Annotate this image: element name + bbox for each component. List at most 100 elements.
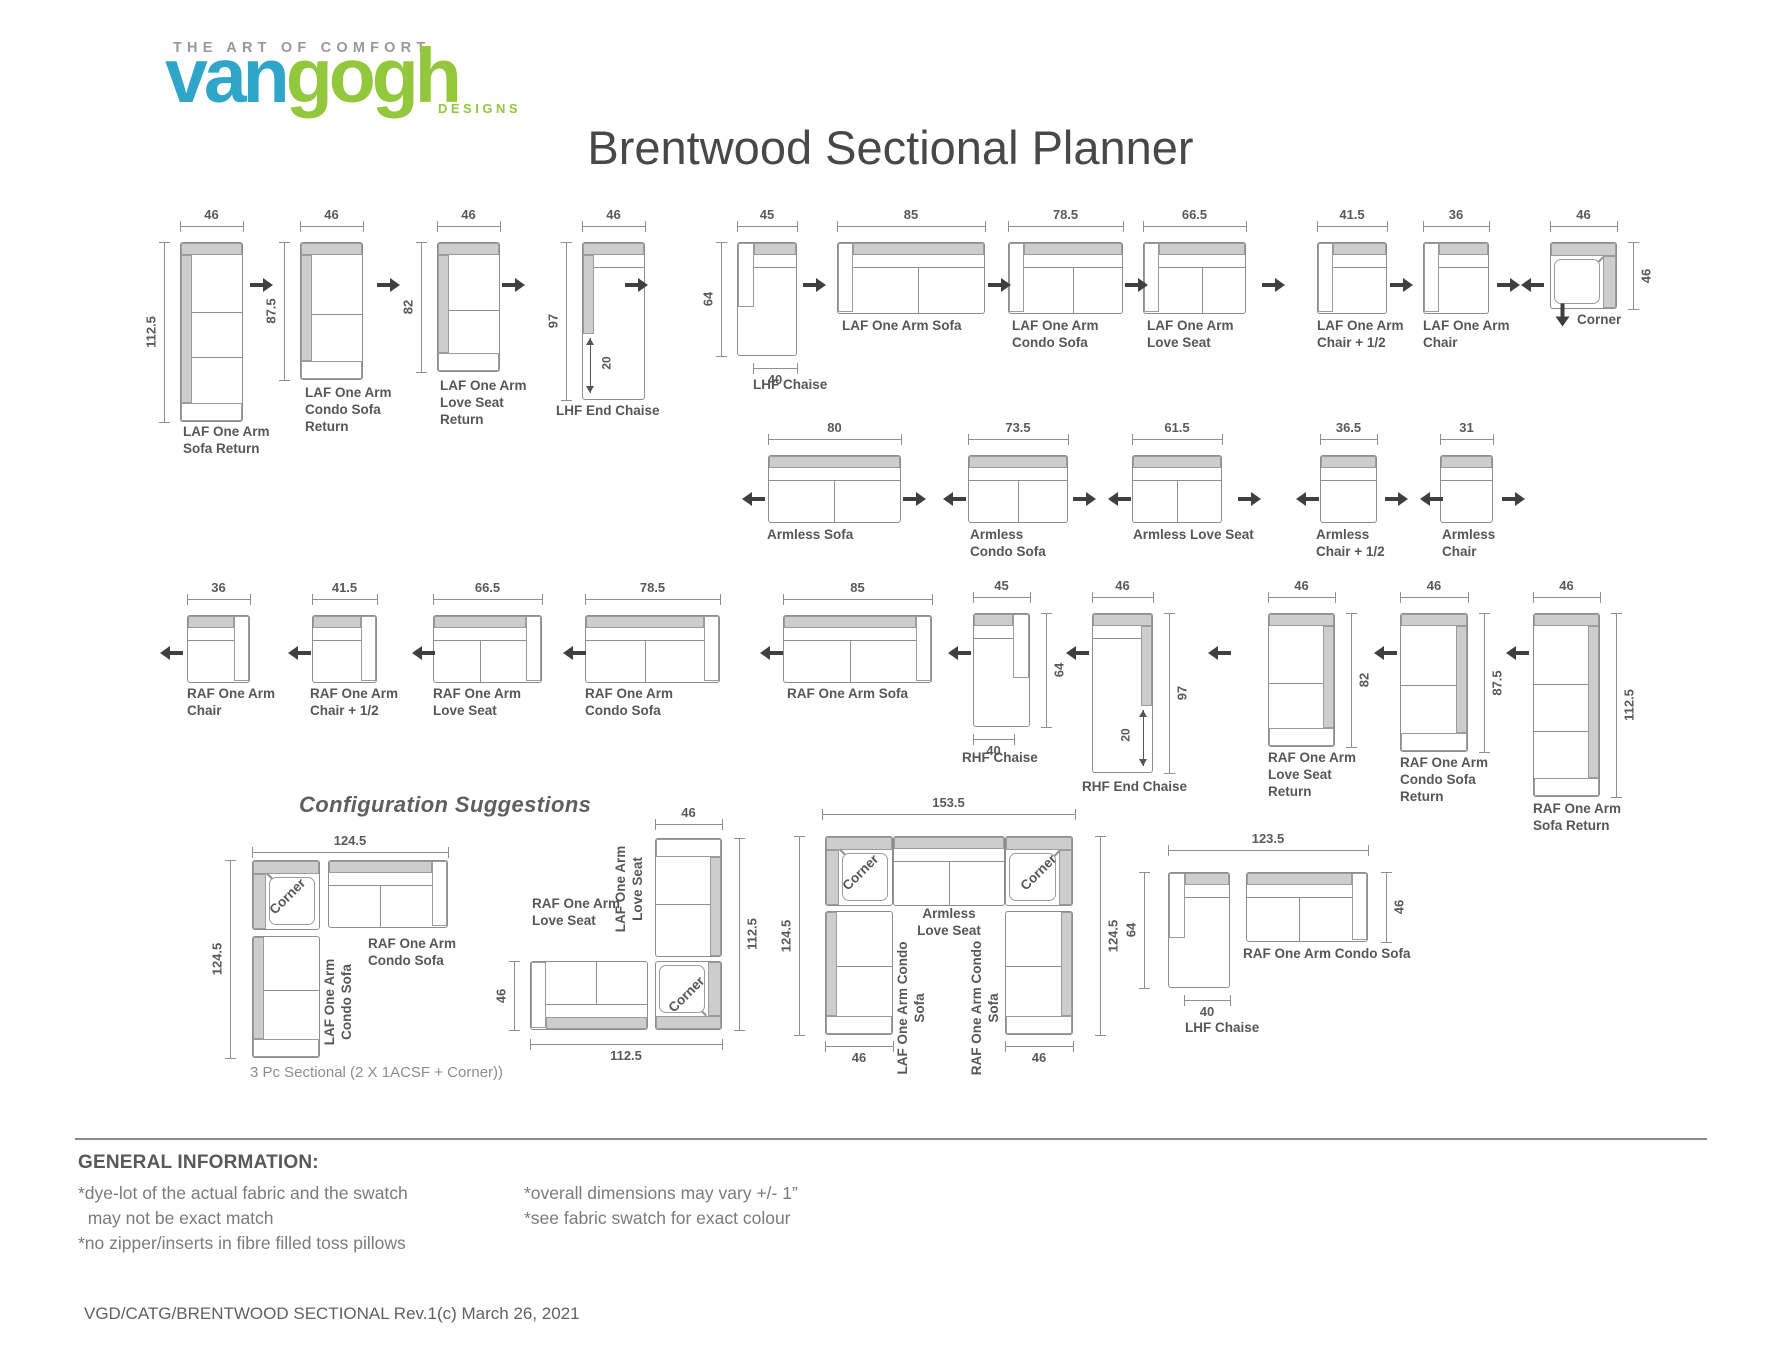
arm-strip [301,255,312,361]
dim-line [582,226,645,227]
arrow-shaft [625,283,638,287]
dim-tick [279,242,290,243]
dim-line [1633,242,1634,309]
dim-line [180,226,243,227]
arrow-head [1086,492,1096,506]
arrow-head [1296,492,1306,506]
dim-tick [1095,836,1106,837]
arrow-shaft [1076,651,1089,655]
arrow-head [412,646,422,660]
inner-dim-line [1143,710,1144,766]
dim-value: 61.5 [1161,420,1193,435]
seat-line [313,640,361,641]
arrow-head [1510,278,1520,292]
cushion-divider [1072,267,1074,313]
cushion-divider [1017,480,1019,522]
arm-strip [1323,626,1334,728]
arrow-head [1001,278,1011,292]
arrow-left-icon [948,646,971,660]
arrow-left-icon [760,646,783,660]
corner-cushion [1554,259,1600,304]
dim-tick [794,836,805,837]
dim-tick [783,594,784,605]
backrest [1133,456,1221,468]
dim-line [437,226,500,227]
arm [1169,873,1185,938]
cushion-divider [380,885,381,927]
arrow-head [1521,278,1531,292]
dim-line [1008,226,1123,227]
dim-value: 112.5 [744,915,760,953]
base [301,361,362,379]
laf-one-arm-sofa-return-label: LAF One Arm Sofa Return [183,424,270,456]
arrow-right-icon [1238,492,1261,506]
dim-tick [932,594,933,605]
arrow-left-icon [412,646,435,660]
arrow-head [638,278,648,292]
backrest [434,616,526,628]
dim-tick [187,594,188,605]
armless-chair-half-label: Armless Chair + 1/2 [1316,527,1385,559]
dim-value: 97 [1174,682,1190,704]
arrow-left-icon [1420,492,1443,506]
dim-tick [1479,613,1490,614]
backrest [1159,243,1245,255]
arrow-right-icon [250,278,273,292]
arrow-shaft [803,283,816,287]
arrow-shaft [1430,497,1443,501]
dim-tick [363,221,364,232]
seat-line [1093,638,1141,639]
dim-tick [225,1058,236,1059]
backrest [329,861,432,873]
dim-value: 82 [400,296,416,318]
arrow-shaft [1531,283,1544,287]
dim-line [1005,1046,1073,1047]
corner-label: Corner [1577,312,1622,327]
laf-one-arm-sofa-label: LAF One Arm Sofa [842,318,962,333]
arm-strip [1061,912,1072,1016]
dim-value: 46 [1423,578,1445,593]
arrow-head [515,278,525,292]
cushion-divider [644,640,646,682]
dim-value: 66.5 [471,580,504,595]
dim-tick [753,363,754,374]
backrest [1441,456,1492,468]
dim-value: 45 [756,207,778,222]
arrow-head [263,278,273,292]
dim-value: 85 [847,580,868,595]
dim-value: 36 [208,580,229,595]
dim-value: 46 [1291,578,1312,593]
piece-cfg3-corner-right [1005,836,1073,906]
backrest [1269,614,1334,626]
dim-line [1320,439,1377,440]
arrow-head [288,646,298,660]
dim-tick [1030,592,1031,603]
dim-tick [252,847,253,858]
arrow-shaft [1125,283,1138,287]
dim-tick [416,372,427,373]
arm [361,616,376,681]
arrow-head [390,278,400,292]
dim-line [753,368,797,369]
piece-raf-one-arm-chair-half [312,615,377,683]
backrest [894,837,1004,849]
arrow-shaft [422,651,435,655]
backrest [1333,243,1386,255]
dim-tick [655,819,656,830]
backrest [656,1016,721,1029]
dim-tick [1335,592,1336,603]
piece-corner [1550,242,1617,309]
dim-tick [1092,592,1093,603]
arm-strip [1141,626,1152,706]
piece-cfg2-laf-love-seat [655,838,722,957]
arrow-shaft [170,651,183,655]
arrow-shaft [1118,497,1131,501]
dim-value: 46 [603,207,624,222]
backrest [754,243,796,255]
dim-line [1440,439,1493,440]
dim-value: 46 [848,1050,870,1065]
arrow-right-icon [502,278,525,292]
piece-armless-condo-sofa [968,455,1068,523]
dim-line [1143,226,1246,227]
